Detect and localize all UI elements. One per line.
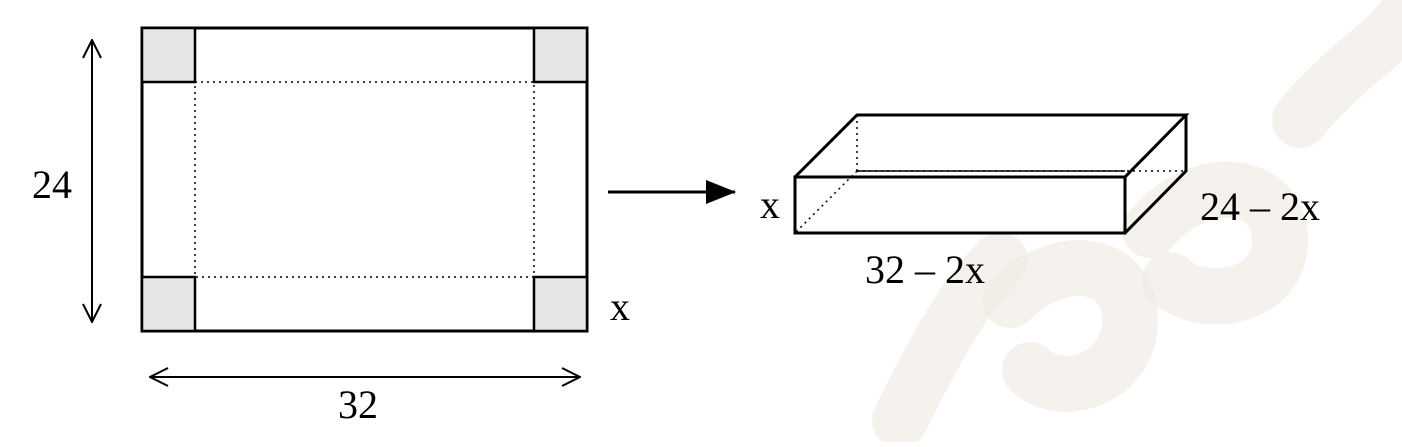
watermark [872, 0, 1402, 447]
box-front-face [793, 175, 1127, 235]
box-top-edges [793, 113, 1190, 179]
hidden-edge-diagonal [794, 170, 858, 234]
sheet-height-label: 24 [32, 162, 72, 207]
corner-square-bottom-right [532, 275, 589, 333]
corner-cut-label: x [610, 284, 630, 329]
open-box [793, 113, 1190, 235]
box-depth-label: 24 – 2x [1200, 184, 1320, 229]
sheet-width-label: 32 [338, 382, 378, 427]
box-height-label: x [760, 182, 780, 227]
flat-sheet: 24 32 x [32, 26, 630, 427]
box-length-label: 32 – 2x [865, 247, 985, 292]
corner-square-bottom-left [140, 275, 197, 333]
sheet-outline [140, 26, 589, 333]
corner-square-top-left [140, 26, 197, 84]
box-right-edges [1123, 115, 1188, 235]
corner-square-top-right [532, 26, 589, 84]
fold-lines [194, 81, 535, 278]
